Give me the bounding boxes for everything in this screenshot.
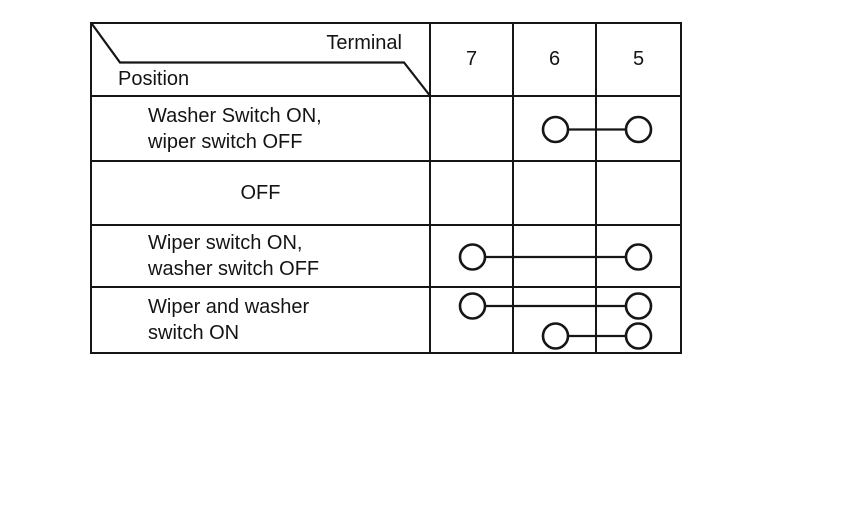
continuity-cell-r1-t5: [597, 97, 680, 162]
continuity-cell-r4-t7: [431, 288, 514, 352]
continuity-grid: Terminal Position 7 6 5 Washer Switch ON…: [91, 23, 680, 352]
continuity-cell-r4-t5: [597, 288, 680, 352]
continuity-cell-r4-t6: [514, 288, 597, 352]
continuity-cell-r2-t6: [514, 162, 597, 226]
diagonal-divider: [91, 23, 432, 98]
header-corner-cell: Terminal Position: [91, 23, 432, 98]
header-cell-terminal-7: 7: [431, 24, 514, 97]
row-label-off: OFF: [92, 162, 431, 226]
row-label-wiper-on-washer-off: Wiper switch ON, washer switch OFF: [92, 226, 431, 288]
header-cell-terminal-5: 5: [597, 24, 680, 97]
row-label-wiper-and-washer-on: Wiper and washer switch ON: [92, 288, 431, 352]
row-label-washer-on-wiper-off: Washer Switch ON, wiper switch OFF: [92, 97, 431, 162]
continuity-cell-r2-t7: [431, 162, 514, 226]
header-cell-terminal-6: 6: [514, 24, 597, 97]
continuity-cell-r3-t5: [597, 226, 680, 288]
corner-label-terminal: Terminal: [326, 32, 402, 54]
continuity-cell-r3-t6: [514, 226, 597, 288]
wiper-washer-continuity-table: Terminal Position 7 6 5 Washer Switch ON…: [90, 22, 682, 354]
continuity-cell-r2-t5: [597, 162, 680, 226]
continuity-cell-r1-t6: [514, 97, 597, 162]
continuity-cell-r1-t7: [431, 97, 514, 162]
continuity-cell-r3-t7: [431, 226, 514, 288]
corner-label-position: Position: [118, 68, 190, 90]
